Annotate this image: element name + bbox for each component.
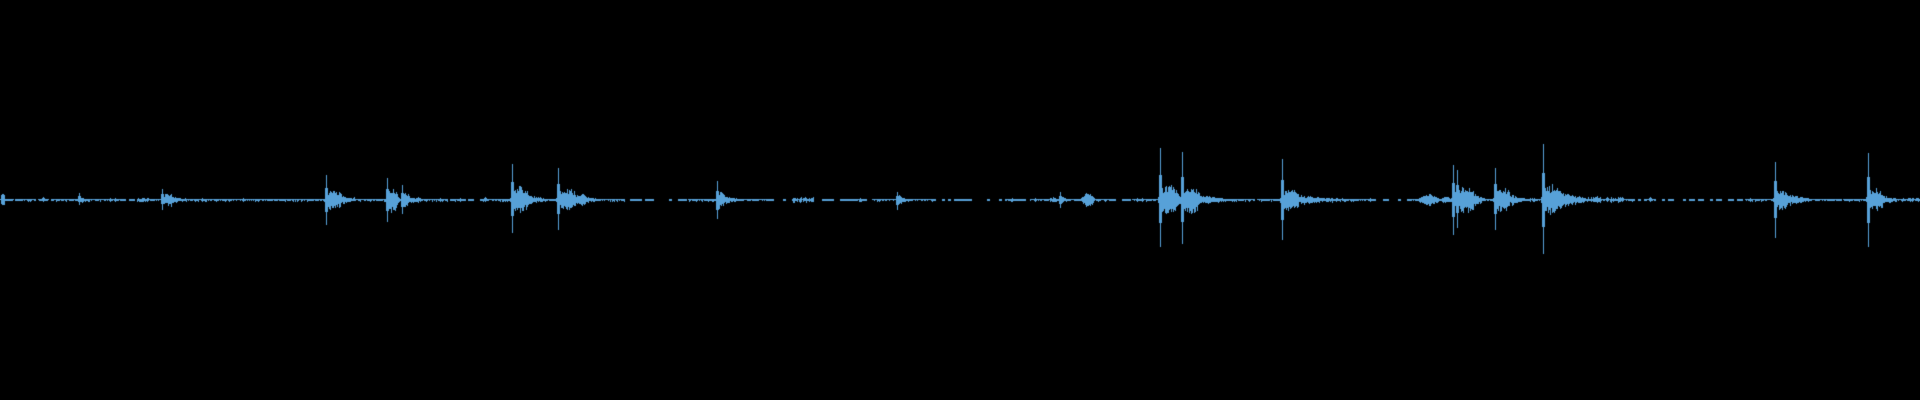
audio-waveform-panel bbox=[0, 0, 1920, 400]
audio-waveform-canvas bbox=[0, 0, 1920, 400]
